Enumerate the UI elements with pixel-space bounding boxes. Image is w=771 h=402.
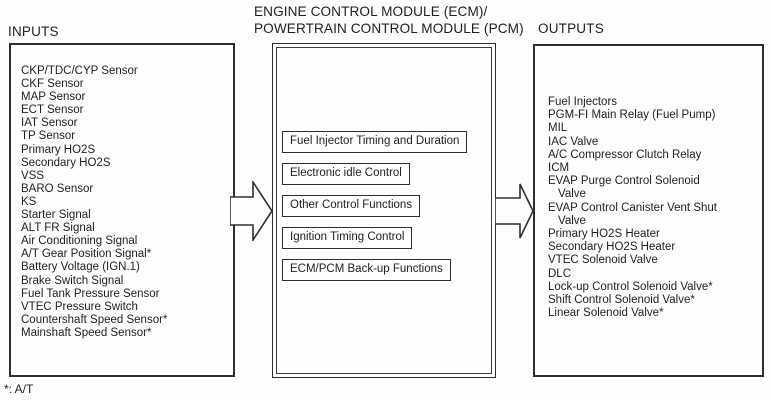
input-item: CKP/TDC/CYP Sensor: [21, 65, 138, 77]
input-item: TP Sensor: [21, 130, 76, 143]
input-item: IAT Sensor: [21, 117, 78, 130]
ecm-function-box: Fuel Injector Timing and Duration: [282, 131, 468, 153]
ecm-title: ENGINE CONTROL MODULE (ECM)/ POWERTRAIN …: [254, 4, 524, 37]
input-item: MAP Sensor: [21, 91, 86, 104]
output-item: Shift Control Solenoid Valve*: [548, 294, 695, 307]
output-item: Fuel Injectors: [548, 96, 618, 108]
at-footnote: *: A/T: [4, 382, 34, 396]
input-item: BARO Sensor: [21, 182, 94, 195]
input-item: KS: [21, 195, 37, 208]
input-item: Primary HO2S: [21, 143, 96, 156]
input-item: VTEC Pressure Switch: [21, 300, 138, 313]
outputs-heading: OUTPUTS: [538, 21, 604, 36]
output-item: A/C Compressor Clutch Relay: [548, 148, 702, 161]
output-item: Linear Solenoid Valve*: [548, 307, 664, 320]
output-item: PGM-FI Main Relay (Fuel Pump): [548, 109, 716, 122]
input-item: Air Conditioning Signal: [21, 235, 138, 248]
ecm-function-box: ECM/PCM Back-up Functions: [282, 259, 451, 281]
input-item: Secondary HO2S: [21, 156, 111, 169]
input-item: Brake Switch Signal: [21, 274, 124, 287]
output-item: IAC Valve: [548, 135, 599, 148]
input-item: Mainshaft Speed Sensor*: [21, 326, 152, 339]
ecm-function-box: Ignition Timing Control: [282, 227, 413, 249]
ecm-function-box: Electronic idle Control: [282, 163, 410, 185]
output-item: Primary HO2S Heater: [548, 228, 660, 241]
ecm-to-outputs-arrow: [495, 183, 534, 239]
input-item: Fuel Tank Pressure Sensor: [21, 287, 160, 300]
input-item: ALT FR Signal: [21, 222, 95, 235]
output-item: DLC: [548, 267, 572, 280]
input-item: Battery Voltage (IGN.1): [21, 261, 140, 274]
inputs-to-ecm-arrow: [230, 181, 273, 241]
ecm-function-box: Other Control Functions: [282, 195, 421, 217]
output-item: EVAP Control Canister Vent Shut Valve: [548, 201, 717, 227]
output-item: MIL: [548, 122, 568, 135]
input-item: A/T Gear Position Signal*: [21, 248, 152, 261]
input-item: Starter Signal: [21, 209, 91, 222]
output-item: Lock-up Control Solenoid Valve*: [548, 280, 713, 293]
inputs-heading: INPUTS: [8, 24, 59, 39]
input-item: Countershaft Speed Sensor*: [21, 313, 168, 326]
output-item: VTEC Solenoid Valve: [548, 254, 658, 267]
output-item: Secondary HO2S Heater: [548, 241, 676, 254]
input-item: ECT Sensor: [21, 104, 84, 117]
output-item: ICM: [548, 162, 570, 175]
output-item: EVAP Purge Control Solenoid Valve: [548, 175, 700, 201]
input-item: VSS: [21, 169, 45, 182]
input-item: CKF Sensor: [21, 78, 84, 91]
